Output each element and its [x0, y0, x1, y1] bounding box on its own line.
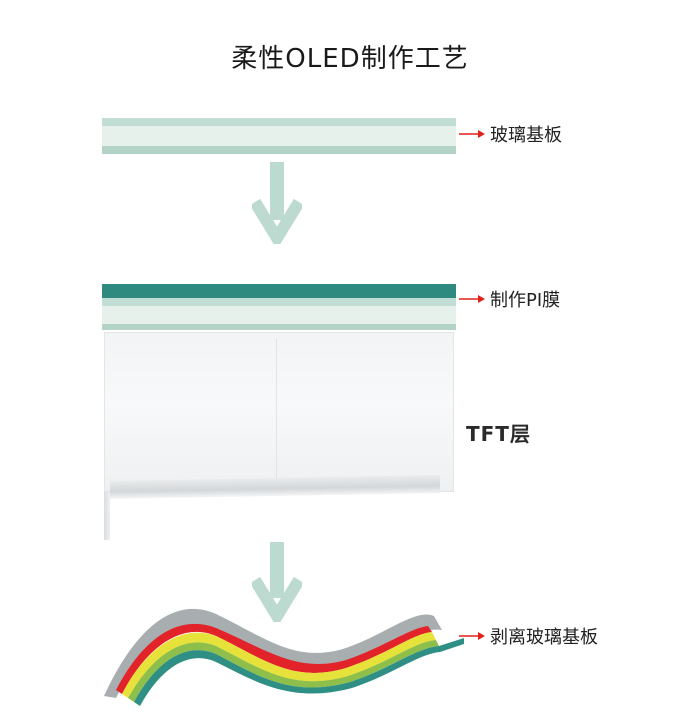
pi-film-label: 制作PI膜 [490, 290, 561, 311]
pi-film-layer [102, 284, 456, 330]
red-right-arrow-icon [459, 295, 485, 303]
glass-substrate-callout: 玻璃基板 [458, 122, 562, 146]
peel-glass-callout: 剥离玻璃基板 [458, 624, 598, 648]
diagram-title: 柔性OLED制作工艺 [231, 44, 469, 74]
tft-layer-callout: TFT层 [466, 418, 606, 498]
glass-substrate-label: 玻璃基板 [490, 125, 562, 146]
tft-layer-panel [104, 332, 454, 492]
panel-divider [276, 339, 277, 479]
peel-glass-label: 剥离玻璃基板 [490, 627, 598, 648]
red-right-arrow-icon [459, 130, 485, 138]
pi-film-callout: 制作PI膜 [458, 287, 560, 311]
tft-layer-label: TFT层 [466, 422, 531, 446]
glass-substrate-layer [102, 118, 456, 154]
red-right-arrow-icon [459, 632, 485, 640]
flexible-oled-stack [104, 608, 464, 706]
down-arrow-icon [252, 542, 302, 622]
down-arrow-icon [252, 162, 302, 244]
